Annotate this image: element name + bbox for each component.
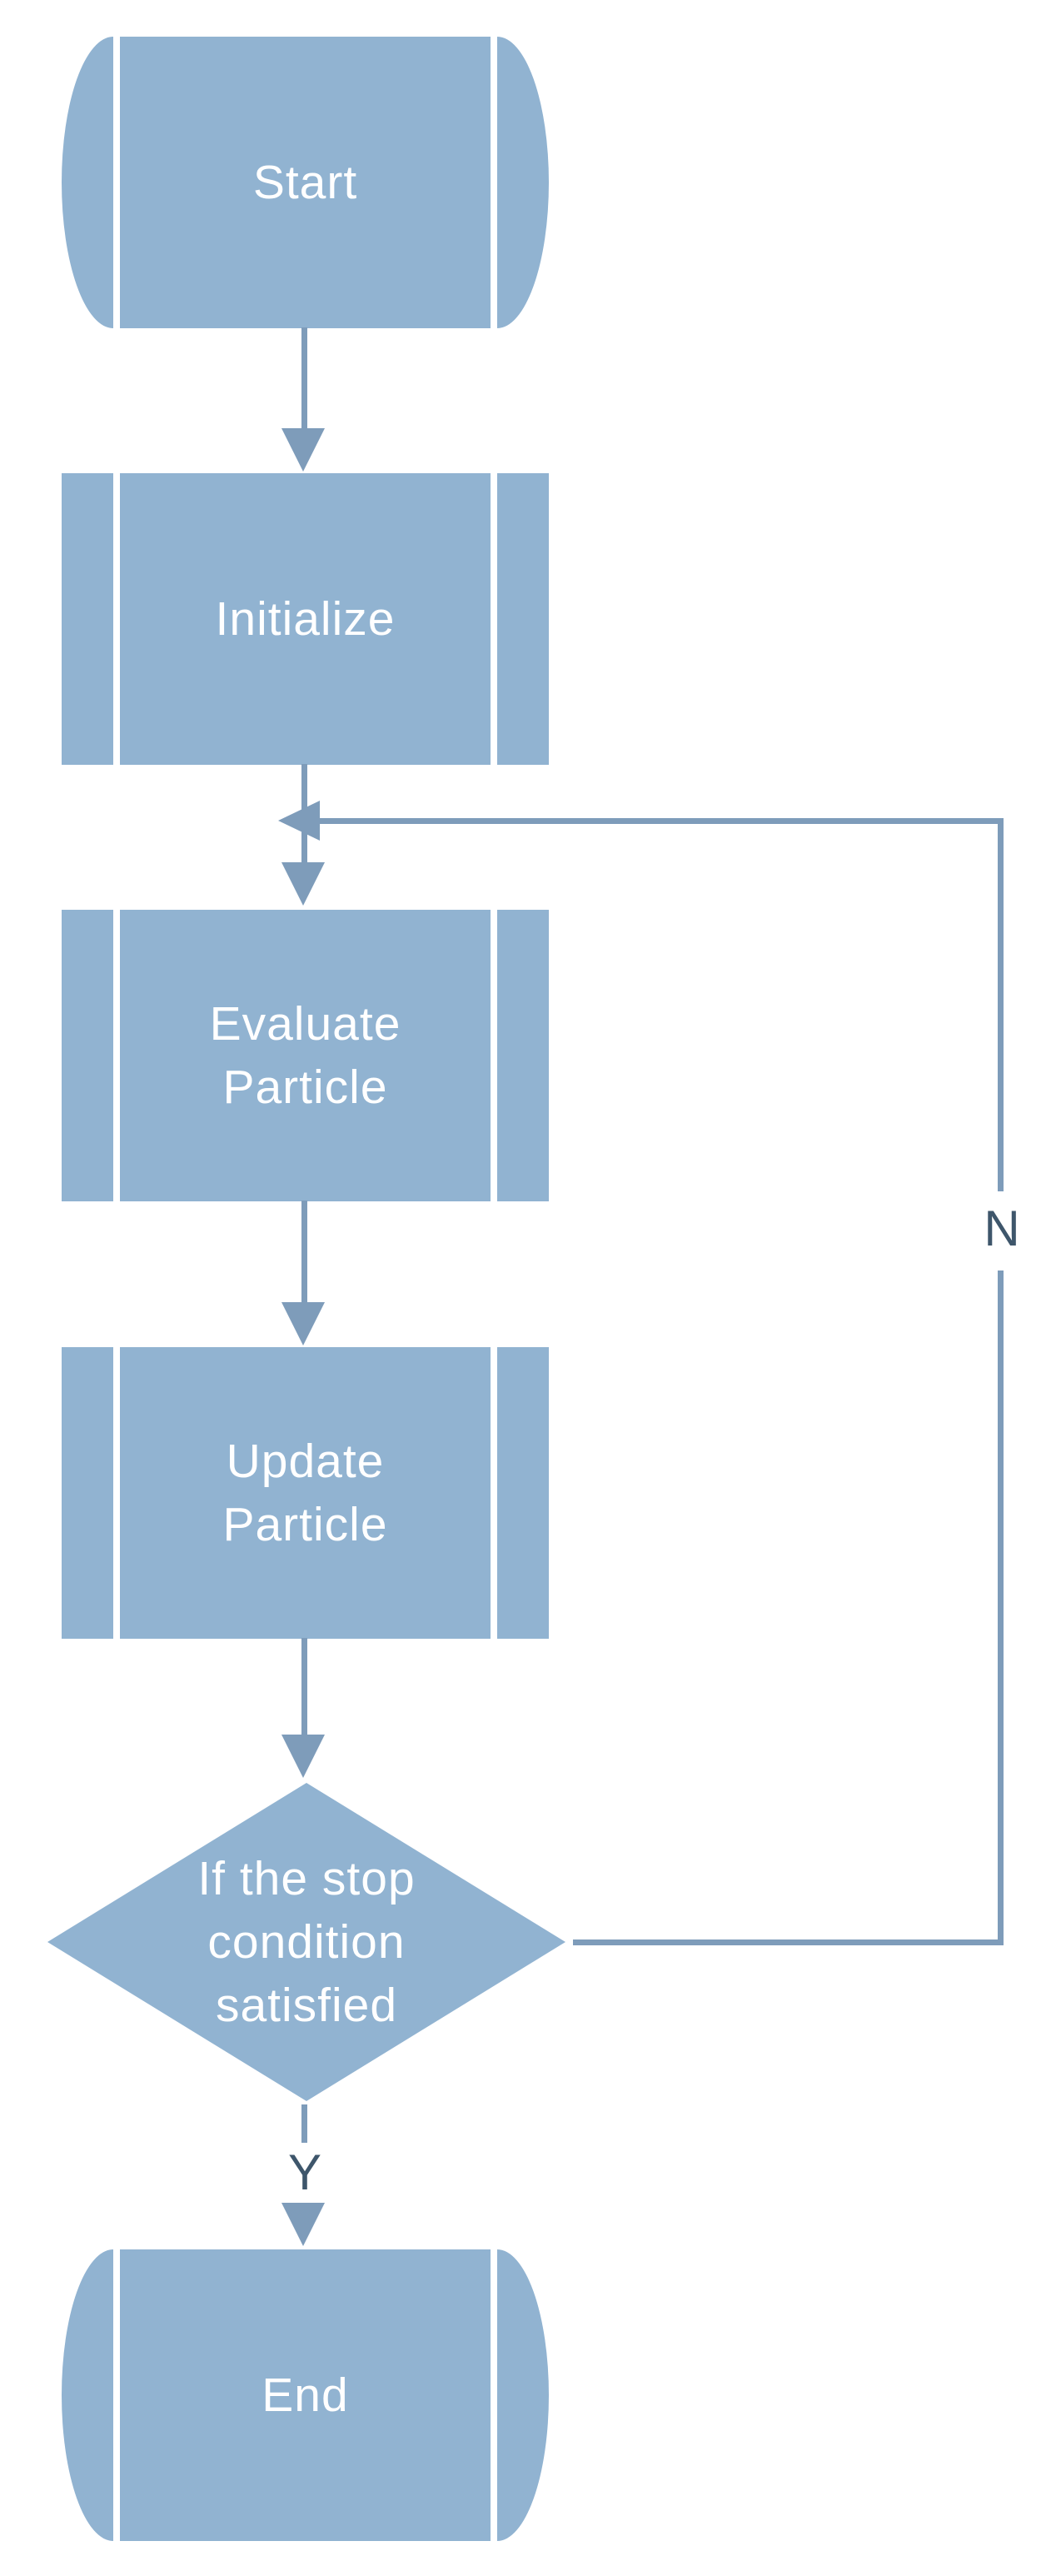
stripe-divider (491, 473, 497, 765)
stripe-divider (113, 2249, 120, 2541)
stripe-divider (491, 1347, 497, 1639)
arrowhead-down-icon (281, 1735, 325, 1778)
node-start: Start (62, 37, 549, 328)
connector-line (301, 327, 307, 428)
arrowhead-down-icon (281, 1302, 325, 1345)
node-end: End (62, 2249, 549, 2541)
node-initialize-label: Initialize (215, 592, 396, 646)
node-evaluate-particle: Evaluate Particle (62, 910, 549, 1201)
connector-line (301, 1638, 307, 1735)
node-end-label: End (262, 2369, 349, 2422)
arrowhead-down-icon (281, 862, 325, 906)
node-initialize: Initialize (62, 473, 549, 765)
edge-label-yes: Y (267, 2143, 342, 2203)
connector-line (301, 1201, 307, 1303)
stripe-divider (491, 2249, 497, 2541)
arrowhead-left-icon (278, 801, 320, 841)
node-decision-label: If the stop condition satisfied (197, 1852, 416, 2032)
loop-return-line (318, 818, 1004, 824)
node-decision: If the stop condition satisfied (47, 1783, 565, 2101)
loop-branch-line (573, 1939, 1004, 1945)
stripe-divider (491, 37, 497, 328)
node-evaluate-particle-label: Evaluate Particle (209, 997, 401, 1114)
loop-up-line (998, 818, 1004, 1198)
connector-line (301, 2104, 307, 2143)
stripe-divider (491, 910, 497, 1201)
node-update-particle-label: Update Particle (222, 1435, 388, 1551)
loop-up-line (998, 1268, 1004, 1945)
edge-label-no: N (964, 1191, 1039, 1271)
stripe-divider (113, 910, 120, 1201)
stripe-divider (113, 1347, 120, 1639)
node-start-label: Start (252, 156, 358, 209)
arrowhead-down-icon (281, 2203, 325, 2246)
node-update-particle: Update Particle (62, 1347, 549, 1639)
stripe-divider (113, 473, 120, 765)
stripe-divider (113, 37, 120, 328)
arrowhead-down-icon (281, 428, 325, 472)
